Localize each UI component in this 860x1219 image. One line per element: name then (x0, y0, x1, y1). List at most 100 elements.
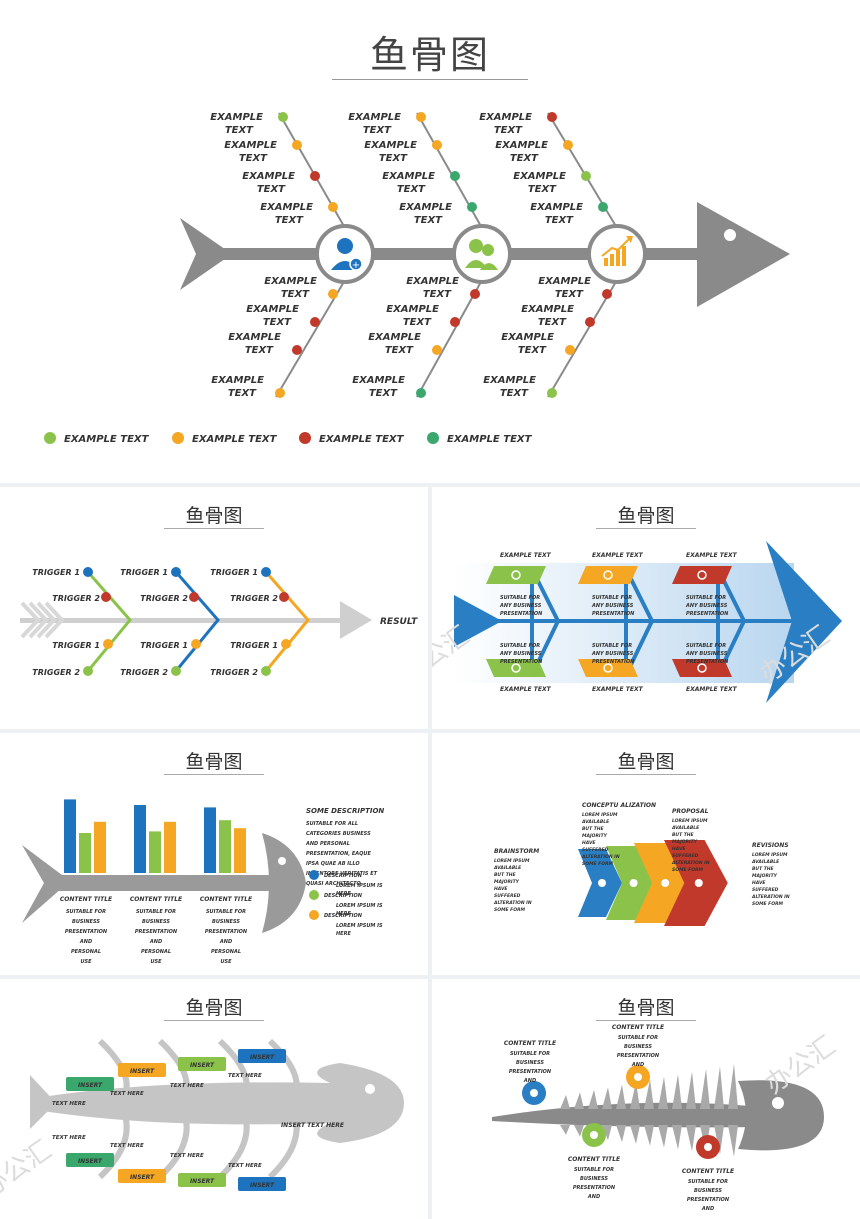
fish-head (738, 1080, 824, 1151)
bottom-rib (672, 1125, 682, 1150)
process-title: PROPOSAL (672, 808, 709, 815)
process-body: AVAILABLE (671, 825, 700, 831)
example-label: EXAMPLE TEXT (592, 686, 644, 693)
bone-label: TEXT (245, 345, 274, 356)
body-line: BUSINESS (694, 1188, 722, 1194)
body-line: AND (631, 1062, 644, 1068)
top-rib (728, 1063, 738, 1109)
process-body: AVAILABLE (751, 859, 780, 865)
bone-dot (275, 388, 285, 398)
content-title: CONTENT TITLE (682, 1168, 735, 1175)
bone-dot (581, 171, 591, 181)
bone-dot (585, 317, 595, 327)
bottom-bone (217, 1101, 250, 1180)
bone-dot (565, 345, 575, 355)
bone-label: EXAMPLE (211, 375, 264, 386)
bone-label: TEXT (369, 388, 398, 399)
bar (134, 805, 146, 873)
thumb-arrow-fishbone[interactable]: 鱼骨图 EXAMPLE TEXT EXAMPLE TEXT SUITABLE FOR… (432, 487, 860, 729)
insert-tag (238, 1049, 286, 1063)
process-body: SUFFERED (672, 853, 699, 859)
body-line: BUSINESS (516, 1060, 544, 1066)
user-1-body (465, 260, 487, 268)
fishbone-diagram: EXAMPLE TEXT EXAMPLE TEXT EXAMPLE TEXT EXAMPLE… (44, 112, 790, 445)
text-here: TEXT HERE (228, 1163, 262, 1169)
tail-chevron (36, 601, 57, 639)
top-rib (644, 1079, 654, 1109)
desc-item-body: HERE (336, 891, 351, 897)
body-line: BUSINESS (142, 919, 170, 925)
bone-label: EXAMPLE (242, 171, 295, 182)
example-label: EXAMPLE TEXT (686, 686, 738, 693)
body-line: SUITABLE FOR (500, 595, 540, 601)
top-tag (672, 566, 732, 584)
content-title: CONTENT TITLE (130, 896, 183, 903)
trigger-dot (279, 592, 289, 602)
bottom-rib (616, 1125, 626, 1143)
bone-label: TEXT (528, 184, 557, 195)
bottom-bone (97, 1101, 130, 1180)
process-body: MAJORITY (494, 879, 520, 885)
trigger-label: TRIGGER 1 (32, 568, 80, 577)
body-line: SUITABLE FOR (592, 643, 632, 649)
desc-line: INVENTORE VERITATIS ET (306, 871, 378, 877)
body-line: PRESENTATION (687, 1197, 730, 1203)
user-2-head (482, 244, 494, 256)
process-body: SUFFERED (752, 887, 779, 893)
bone-label: EXAMPLE (495, 140, 548, 151)
bar (204, 807, 216, 873)
bone-label: TEXT (228, 388, 257, 399)
bone-dot (602, 289, 612, 299)
body-line: PRESENTATION (509, 1069, 552, 1075)
bone-label: EXAMPLE (228, 332, 281, 343)
body-line: PERSONAL (211, 949, 241, 955)
trigger-dot (103, 639, 113, 649)
desc-item-body: HERE (336, 931, 351, 937)
trigger-label: TRIGGER 1 (230, 641, 278, 650)
fish-tail (22, 845, 70, 923)
result-label: RESULT (380, 617, 418, 627)
body-line: PERSONAL (141, 949, 171, 955)
legend-label: EXAMPLE TEXT (447, 434, 533, 445)
top-rib (714, 1066, 724, 1109)
bone-label: TEXT (510, 153, 539, 164)
example-label: EXAMPLE TEXT (686, 552, 738, 559)
insert-tag (178, 1057, 226, 1071)
top-bone (157, 1038, 190, 1105)
top-rib (602, 1087, 612, 1109)
process-body: MAJORITY (582, 833, 608, 839)
fish-eye (772, 1097, 784, 1109)
insert-label: INSERT (130, 1068, 155, 1075)
bone-label: TEXT (385, 345, 414, 356)
fish-spine (50, 875, 272, 891)
insert-text-here: INSERT TEXT HERE (281, 1122, 345, 1129)
text-here: TEXT HERE (52, 1135, 86, 1141)
bar (234, 828, 246, 873)
thumb-title: 鱼骨图 (185, 751, 243, 773)
trigger-label: TRIGGER 2 (230, 594, 278, 603)
growth-bar (622, 246, 626, 266)
trigger-dot (101, 592, 111, 602)
thumb-title: 鱼骨图 (617, 505, 675, 527)
desc-item-body: LOREM IPSUM IS (336, 923, 383, 929)
plus-glyph: + (352, 260, 360, 271)
growth-arrow (626, 236, 633, 243)
bone-dot (310, 317, 320, 327)
bone-label: EXAMPLE (538, 276, 591, 287)
like-icon (603, 663, 613, 673)
bottom-bone (547, 279, 618, 398)
trigger-dot (83, 567, 93, 577)
bone-dot (278, 112, 288, 122)
body-line: SUITABLE FOR (206, 909, 246, 915)
body-line: ANY BUSINESS (499, 603, 542, 609)
legend-dot (427, 432, 439, 444)
bone-dot (563, 140, 573, 150)
desc-item-body: LOREM IPSUM IS (336, 903, 383, 909)
fish-eye (724, 229, 736, 241)
bone-label: TEXT (414, 215, 443, 226)
